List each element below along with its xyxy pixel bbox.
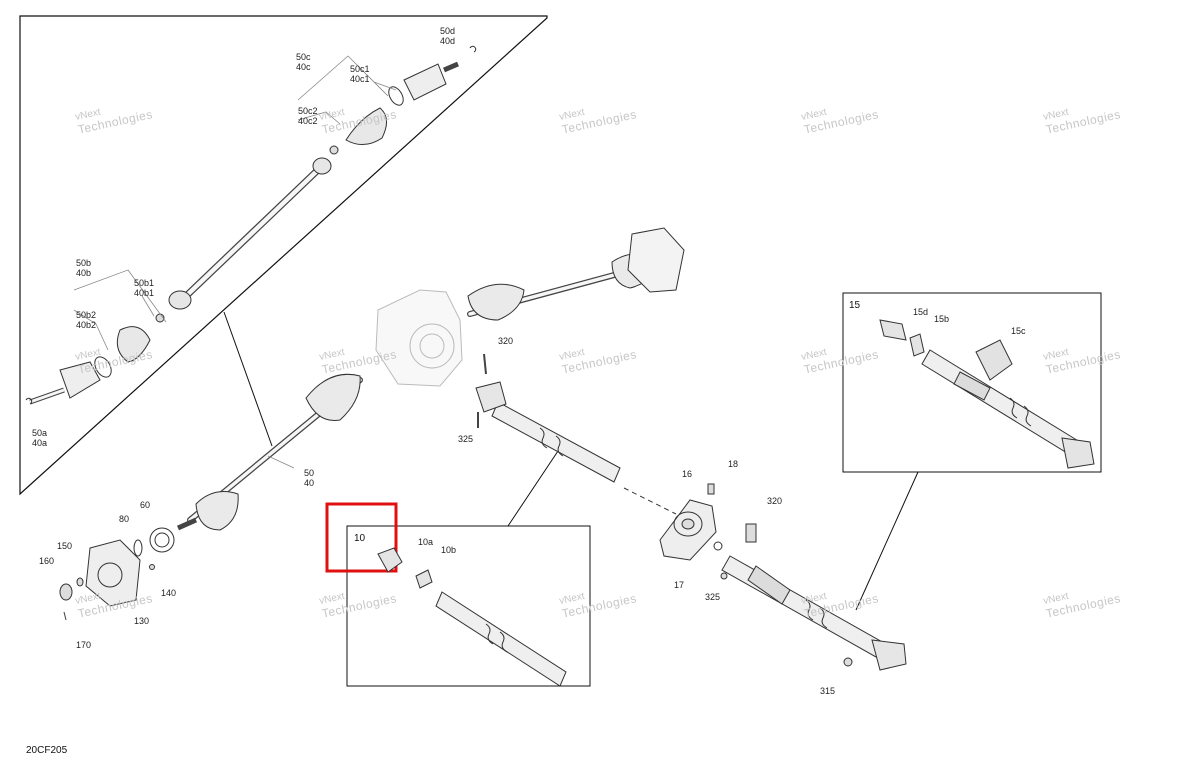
callout-text: 40b2	[76, 320, 97, 330]
callout-text: 40	[304, 478, 315, 488]
callout-text: 50a	[32, 428, 48, 438]
box10-leader-line	[507, 447, 561, 527]
callout-text: 50b1	[134, 278, 155, 288]
callout-text: 50c2	[298, 106, 318, 116]
diagram-code: 20CF205	[26, 745, 68, 756]
part-callout-315[interactable]: 315	[820, 686, 836, 696]
callout-text: 40c1	[350, 74, 370, 84]
part-callout-15c[interactable]: 15c	[1011, 326, 1026, 336]
part-callout-140[interactable]: 140	[161, 588, 177, 598]
part-callout-325-front[interactable]: 325	[458, 434, 474, 444]
callout-text: 50b	[76, 258, 92, 268]
part-callout-15d[interactable]: 15d	[913, 307, 929, 317]
callout-text: 40d	[440, 36, 456, 46]
box-10-detail	[346, 525, 591, 687]
part-callout-16[interactable]: 16	[682, 469, 693, 479]
part-callout-60[interactable]: 60	[140, 500, 151, 510]
part-callout-10b[interactable]: 10b	[441, 545, 457, 555]
callout-text: 50c	[296, 52, 311, 62]
part-callout-170[interactable]: 170	[76, 640, 92, 650]
part-callout-130[interactable]: 130	[134, 616, 150, 626]
front-propeller-shaft	[475, 353, 621, 483]
callout-text: 40c2	[298, 116, 318, 126]
front-differential	[375, 289, 463, 387]
callout-text: 50d	[440, 26, 456, 36]
part-callout-325-rear[interactable]: 325	[705, 592, 721, 602]
part-callout-80[interactable]: 80	[119, 514, 130, 524]
detail-leader-line	[223, 311, 273, 447]
front-driveshaft-detail-panel	[19, 15, 548, 496]
callout-text: 50c1	[350, 64, 370, 74]
callout-text: 50b2	[76, 310, 97, 320]
callout-bracket-lines	[73, 55, 397, 469]
part-callout-150[interactable]: 150	[57, 541, 73, 551]
part-callout-15[interactable]: 15	[849, 300, 861, 311]
callout-text: 40c	[296, 62, 311, 72]
part-callout-320-rear[interactable]: 320	[767, 496, 783, 506]
box-15-detail	[842, 292, 1102, 473]
box10-shaft-parts	[377, 547, 567, 687]
part-callout-10[interactable]: 10	[354, 533, 366, 544]
inset-axle-shaft	[25, 45, 477, 405]
front-left-axle	[176, 373, 363, 531]
part-callout-160[interactable]: 160	[39, 556, 55, 566]
center-bearing-support	[659, 483, 757, 580]
callout-text: 40b1	[134, 288, 155, 298]
callout-text: 40b	[76, 268, 92, 278]
callout-text: 40a	[32, 438, 48, 448]
callout-text: 50	[304, 468, 315, 478]
part-callout-15b[interactable]: 15b	[934, 314, 950, 324]
part-callout-320-front[interactable]: 320	[498, 336, 514, 346]
box15-shaft-parts	[879, 319, 1095, 469]
wheel-hub-assembly	[59, 527, 175, 621]
rear-propeller-shaft	[721, 555, 907, 671]
part-callout-10a[interactable]: 10a	[418, 537, 434, 547]
highlight-box-10	[325, 502, 398, 573]
part-callout-18[interactable]: 18	[728, 459, 739, 469]
part-callout-17[interactable]: 17	[674, 580, 685, 590]
rear-right-axle	[467, 227, 685, 321]
box15-leader-line	[855, 471, 919, 611]
